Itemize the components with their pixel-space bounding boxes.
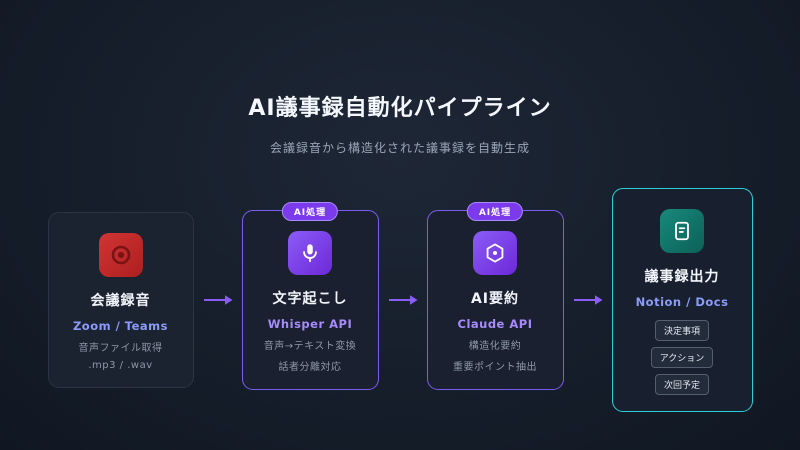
arrow-right-icon	[203, 294, 233, 306]
stage-title: 文字起こし	[272, 291, 348, 307]
stage-detail: 重要ポイント抽出	[453, 362, 537, 373]
pipeline-row: 会議録音 Zoom / Teams 音声ファイル取得 .mp3 / .wav A…	[0, 188, 800, 412]
stage-detail: 音声→テキスト変換	[263, 341, 357, 352]
stage-detail: 話者分離対応	[278, 362, 342, 373]
stage-card-output: 議事録出力 Notion / Docs 決定事項 アクション 次回予定	[611, 188, 753, 412]
stage-detail: 構造化要約	[468, 341, 522, 352]
tag-decisions: 決定事項	[654, 320, 709, 341]
page-subtitle: 会議録音から構造化された議事録を自動生成	[269, 141, 530, 155]
stage-title: 議事録出力	[644, 269, 720, 285]
record-icon	[98, 233, 143, 277]
stage-card-summary: AI処理 AI要約 Claude API 構造化要約 重要ポイント抽出	[426, 202, 564, 390]
stage-service: Claude API	[457, 317, 533, 331]
stage-title: 会議録音	[90, 293, 151, 309]
stage-card-transcription: AI処理 文字起こし Whisper API 音声→テキスト変換 話者分離対応	[241, 202, 379, 390]
stage-service: Zoom / Teams	[72, 319, 169, 333]
stage-service: Whisper API	[267, 317, 353, 331]
stage-card-recording: 会議録音 Zoom / Teams 音声ファイル取得 .mp3 / .wav	[47, 212, 194, 388]
stage-detail: .mp3 / .wav	[88, 360, 153, 371]
arrow-right-icon	[388, 294, 418, 306]
output-tags: 決定事項 アクション 次回予定	[623, 320, 742, 395]
page-title: AI議事録自動化パイプライン	[248, 96, 552, 121]
stage-detail: 音声ファイル取得	[78, 343, 163, 354]
microphone-icon	[288, 231, 332, 275]
tag-next-meeting: 次回予定	[654, 374, 709, 395]
arrow-right-icon	[573, 294, 603, 306]
hexagon-icon	[473, 231, 517, 275]
header: AI議事録自動化パイプライン 会議録音から構造化された議事録を自動生成	[0, 0, 800, 156]
ai-processing-badge: AI処理	[466, 202, 524, 221]
ai-processing-badge: AI処理	[281, 202, 339, 221]
stage-service: Notion / Docs	[635, 295, 729, 309]
stage-title: AI要約	[470, 291, 520, 307]
tag-actions: アクション	[650, 347, 714, 368]
document-icon	[660, 209, 704, 253]
